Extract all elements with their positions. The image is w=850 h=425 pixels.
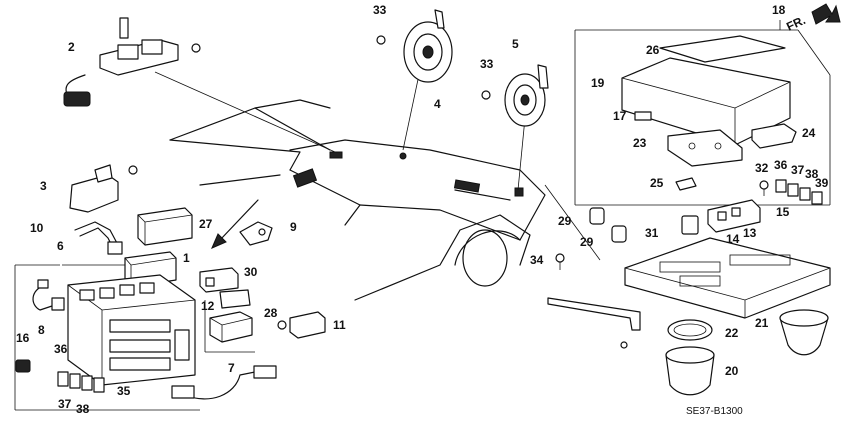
fuse-box-base-tray bbox=[624, 237, 831, 319]
callout-labels: 1 2 3 4 5 6 7 8 9 10 11 12 13 14 15 16 1… bbox=[16, 3, 829, 416]
callout-34: 34 bbox=[530, 253, 544, 267]
callout-13: 13 bbox=[743, 226, 757, 240]
callout-33-left: 33 bbox=[373, 3, 387, 17]
diagram-code: SE37-B1300 bbox=[686, 406, 743, 417]
mounting-bracket bbox=[547, 297, 641, 349]
part-31-relay bbox=[681, 215, 699, 235]
part-6-fuse-box bbox=[67, 274, 196, 386]
part-22-ring bbox=[667, 319, 713, 341]
callout-9: 9 bbox=[290, 220, 297, 234]
part-21-boot bbox=[779, 309, 829, 356]
callout-29-upper: 29 bbox=[558, 214, 572, 228]
callout-2: 2 bbox=[68, 40, 75, 54]
callout-30: 30 bbox=[244, 265, 258, 279]
callout-33-right: 33 bbox=[480, 57, 494, 71]
callout-8: 8 bbox=[38, 323, 45, 337]
part-17-clip bbox=[634, 111, 652, 121]
callout-37-right: 37 bbox=[791, 163, 805, 177]
part-2-relay-unit bbox=[63, 17, 201, 107]
part-29-relays bbox=[589, 207, 627, 243]
callout-37-left: 37 bbox=[58, 397, 72, 411]
part-16-clip bbox=[15, 359, 31, 373]
front-direction-label: FR. bbox=[784, 13, 807, 34]
callout-19: 19 bbox=[591, 76, 605, 90]
part-19-fuse-box-cover bbox=[621, 57, 791, 146]
callout-27: 27 bbox=[199, 217, 213, 231]
callout-24: 24 bbox=[802, 126, 816, 140]
callout-15: 15 bbox=[776, 205, 790, 219]
part-34-bolt bbox=[555, 253, 565, 270]
callout-25: 25 bbox=[650, 176, 664, 190]
fuses-group-left bbox=[57, 371, 105, 393]
part-23-plate bbox=[667, 129, 743, 167]
callout-22: 22 bbox=[725, 326, 739, 340]
part-4-horn bbox=[376, 9, 453, 160]
part-24-bracket bbox=[751, 123, 797, 149]
callout-23: 23 bbox=[633, 136, 647, 150]
callout-36-left: 36 bbox=[54, 342, 68, 356]
fuses-group-right bbox=[775, 179, 823, 205]
callout-11: 11 bbox=[333, 318, 346, 332]
callout-36-right: 36 bbox=[774, 158, 788, 172]
part-11-switch bbox=[277, 311, 326, 339]
callout-10: 10 bbox=[30, 221, 44, 235]
callout-29-lower: 29 bbox=[580, 235, 594, 249]
callout-20: 20 bbox=[725, 364, 739, 378]
part-26-label bbox=[659, 35, 786, 63]
part-28-relay bbox=[209, 311, 253, 343]
callout-1: 1 bbox=[183, 251, 190, 265]
pointer-arrow bbox=[211, 199, 259, 249]
part-5-horn bbox=[481, 64, 549, 127]
front-direction-arrow: FR. bbox=[784, 3, 841, 34]
part-13-14-15-relay-set bbox=[707, 199, 761, 233]
part-8-connector bbox=[32, 279, 65, 311]
part-20-boot bbox=[665, 346, 715, 396]
part-9-switch bbox=[239, 221, 273, 246]
part-25-clip bbox=[675, 177, 697, 191]
callout-26: 26 bbox=[646, 43, 660, 57]
callout-3: 3 bbox=[40, 179, 47, 193]
callout-14: 14 bbox=[726, 232, 740, 246]
callout-7: 7 bbox=[228, 361, 235, 375]
part-32-bolt bbox=[759, 180, 769, 196]
car-body-outline bbox=[169, 99, 546, 301]
callout-17: 17 bbox=[613, 109, 627, 123]
callout-32: 32 bbox=[755, 161, 769, 175]
callout-35: 35 bbox=[117, 384, 131, 398]
part-27-control-module bbox=[137, 207, 193, 246]
callout-28: 28 bbox=[264, 306, 278, 320]
callout-38-right: 38 bbox=[805, 167, 819, 181]
part-3-bracket bbox=[69, 164, 138, 213]
callout-4: 4 bbox=[434, 97, 441, 111]
part-30-relay bbox=[199, 267, 239, 293]
callout-31: 31 bbox=[645, 226, 659, 240]
callout-21: 21 bbox=[755, 316, 769, 330]
part-10-harness bbox=[74, 221, 123, 255]
callout-18: 18 bbox=[772, 3, 786, 17]
part-7-harness bbox=[171, 365, 277, 400]
callout-16: 16 bbox=[16, 331, 30, 345]
callout-38-left: 38 bbox=[76, 402, 90, 416]
callout-39: 39 bbox=[815, 176, 829, 190]
callout-6: 6 bbox=[57, 239, 64, 253]
callout-12: 12 bbox=[201, 299, 215, 313]
callout-5: 5 bbox=[512, 37, 519, 51]
part-12-relay bbox=[219, 289, 251, 309]
